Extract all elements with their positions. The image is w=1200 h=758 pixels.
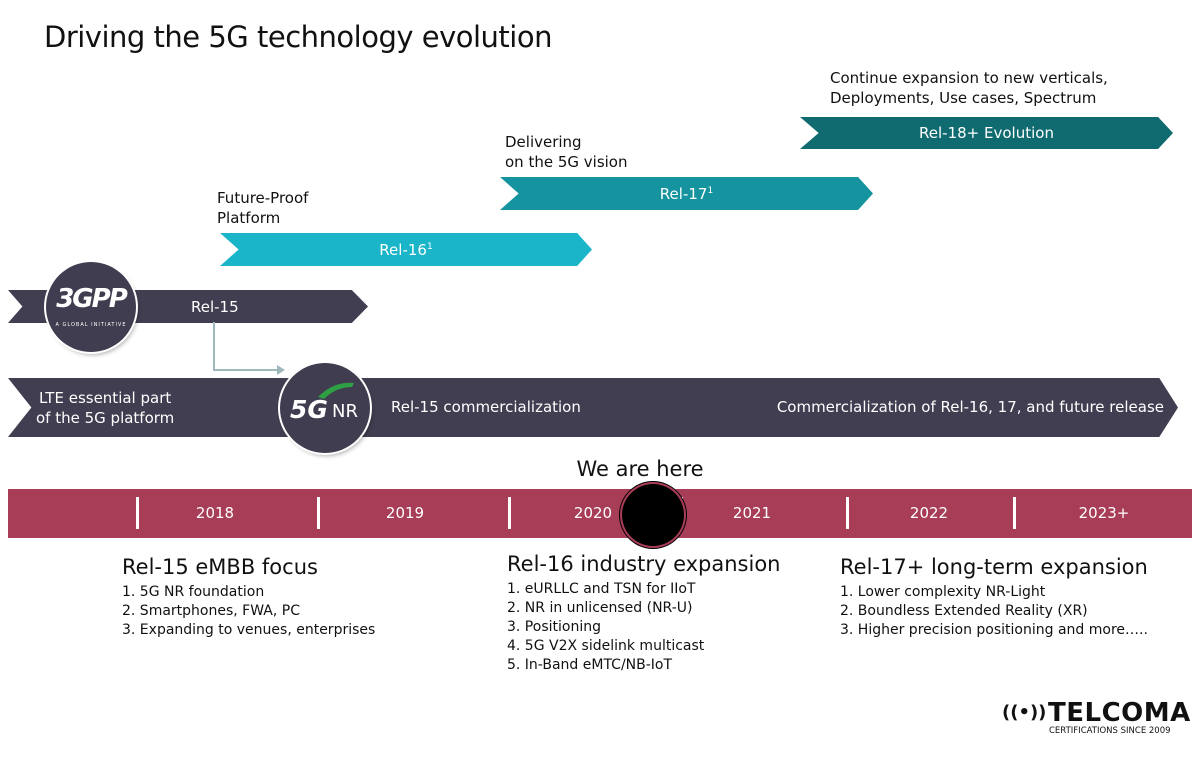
lte-right-text: Commercialization of Rel-16, 17, and fut…	[776, 398, 1164, 416]
year-label: 2018	[195, 504, 235, 522]
current-position-marker	[622, 484, 684, 546]
3gpp-logo: 3GPP A GLOBAL INITIATIVE	[46, 262, 136, 352]
we-are-here-label: We are here	[576, 457, 704, 481]
rel18-arrow: Rel-18+ Evolution	[800, 117, 1173, 149]
timeline: 2018 2019 2020 2021 2022 2023+	[8, 489, 1192, 538]
section-heading: Rel-17+ long-term expansion	[840, 555, 1148, 579]
list-item: 3. Expanding to venues, enterprises	[122, 622, 376, 638]
page-title: Driving the 5G technology evolution	[44, 20, 552, 54]
timeline-separator	[136, 497, 139, 529]
year-label: 2022	[909, 504, 949, 522]
rel15-label: Rel-15	[191, 297, 239, 316]
rel17-label: Rel-171	[659, 184, 714, 203]
section-heading: Rel-15 eMBB focus	[122, 555, 318, 579]
rel16-arrow: Rel-161	[220, 233, 592, 266]
section-heading: Rel-16 industry expansion	[507, 552, 781, 576]
rel18-caption: Continue expansion to new verticals,Depl…	[830, 69, 1108, 107]
5g-nr-logo: 5G NR	[280, 363, 370, 453]
timeline-separator	[846, 497, 849, 529]
year-label: 2023+	[1078, 504, 1130, 522]
list-item: 2. Smartphones, FWA, PC	[122, 603, 300, 619]
year-label: 2019	[385, 504, 425, 522]
rel17-arrow: Rel-171	[500, 177, 873, 210]
rel18-label: Rel-18+ Evolution	[919, 124, 1054, 142]
timeline-separator	[508, 497, 511, 529]
connector-arrow-icon	[213, 322, 285, 375]
section-rel15: Rel-15 eMBB focus 1. 5G NR foundation 2. …	[122, 555, 375, 640]
list-item: 1. Lower complexity NR-Light	[840, 584, 1046, 600]
rel16-label: Rel-161	[379, 240, 433, 259]
list-item: 3. Higher precision positioning and more…	[840, 622, 1148, 638]
section-rel16: Rel-16 industry expansion 1. eURLLC and …	[507, 552, 781, 675]
section-rel17: Rel-17+ long-term expansion 1. Lower com…	[840, 555, 1148, 640]
list-item: 5. In-Band eMTC/NB-IoT	[507, 657, 673, 673]
list-item: 3. Positioning	[507, 619, 601, 635]
list-item: 1. eURLLC and TSN for IIoT	[507, 581, 696, 597]
list-item: 2. NR in unlicensed (NR-U)	[507, 600, 693, 616]
timeline-separator	[317, 497, 320, 529]
year-label: 2021	[732, 504, 772, 522]
list-item: 1. 5G NR foundation	[122, 584, 265, 600]
signal-arc-icon	[318, 382, 354, 399]
list-item: 4. 5G V2X sidelink multicast	[507, 638, 705, 654]
lte-middle-text: Rel-15 commercialization	[391, 398, 581, 416]
signal-waves-icon: ((•))	[1002, 702, 1047, 723]
year-label: 2020	[573, 504, 613, 522]
timeline-separator	[1013, 497, 1016, 529]
list-item: 2. Boundless Extended Reality (XR)	[840, 603, 1088, 619]
